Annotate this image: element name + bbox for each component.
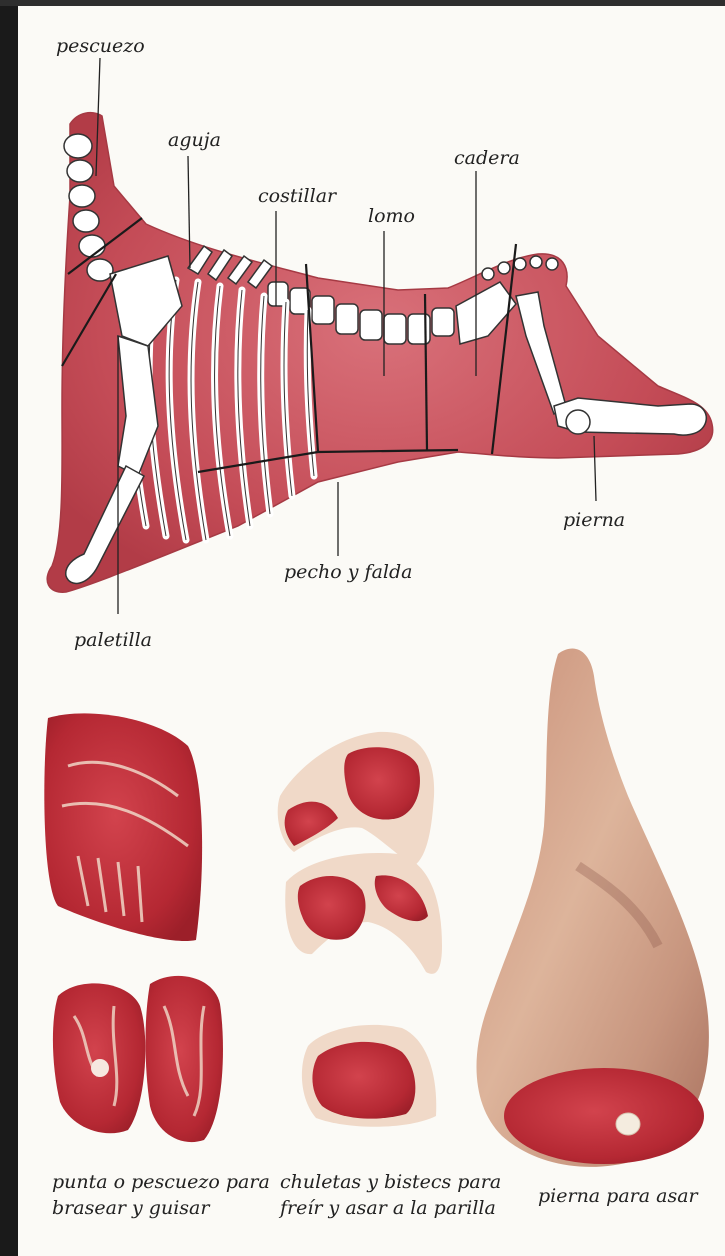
- caption-right: pierna para asar: [538, 1185, 700, 1207]
- label-pecho-y-falda: pecho y falda: [284, 561, 412, 583]
- label-pierna: pierna: [563, 509, 625, 531]
- label-aguja: aguja: [168, 129, 221, 151]
- photo-neck-piece: [44, 713, 202, 941]
- carcass-diagram: pescuezo aguja costillar lomo cadera pie…: [47, 35, 712, 651]
- label-paletilla: paletilla: [74, 629, 152, 651]
- label-costillar: costillar: [258, 185, 338, 207]
- photo-neck-slice-2: [146, 976, 223, 1142]
- caption-left-line2: brasear y guisar: [52, 1197, 211, 1219]
- captions: punta o pescuezo para brasear y guisar c…: [52, 1171, 700, 1219]
- cut-photos: [44, 649, 709, 1167]
- lamb-cuts-illustration: pescuezo aguja costillar lomo cadera pie…: [18, 6, 725, 1256]
- photo-leg-roast: [476, 649, 708, 1167]
- caption-middle-line1: chuletas y bistecs para: [280, 1171, 501, 1193]
- label-lomo: lomo: [368, 205, 415, 227]
- label-cadera: cadera: [454, 147, 520, 169]
- photo-chop-1: [278, 732, 434, 866]
- photo-neck-slice-1: [53, 983, 145, 1133]
- photo-chop-2: [285, 853, 442, 974]
- caption-left-line1: punta o pescuezo para: [52, 1171, 270, 1193]
- caption-middle-line2: freír y asar a la parilla: [278, 1197, 496, 1219]
- photo-chop-3: [302, 1025, 436, 1127]
- diagram-page: pescuezo aguja costillar lomo cadera pie…: [18, 6, 725, 1256]
- label-pescuezo: pescuezo: [56, 35, 145, 57]
